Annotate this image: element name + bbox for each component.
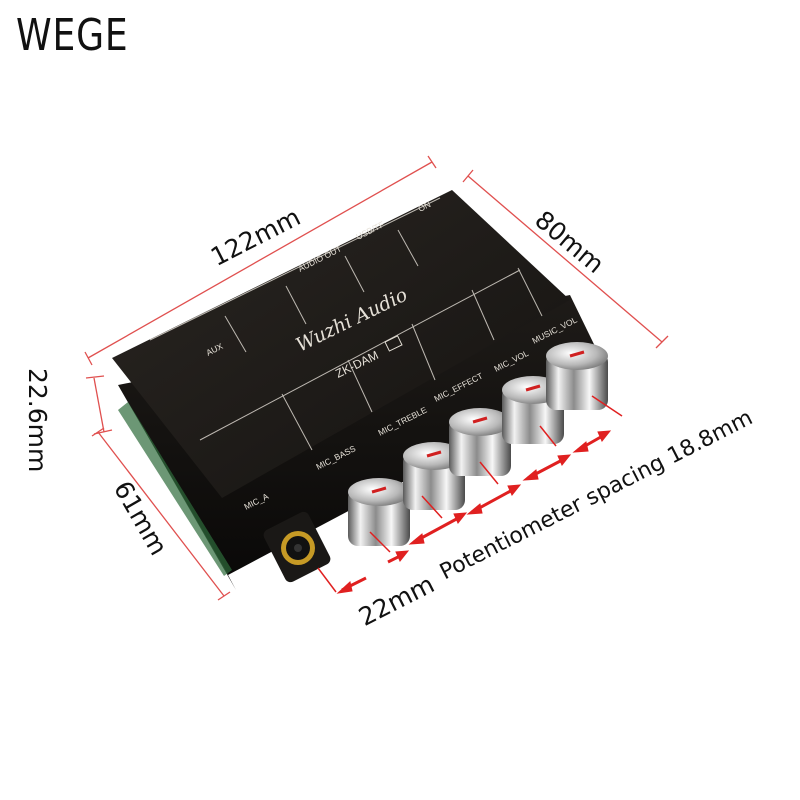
knob-mic-effect	[449, 408, 511, 476]
spacing-arrows	[317, 395, 623, 594]
brand-logo: WEGE	[16, 10, 129, 61]
mic-jack	[263, 511, 331, 583]
height-label: 22.6mm	[23, 368, 52, 473]
knob-mic-bass	[348, 478, 410, 546]
amplifier-board: Wuzhi Audio ZK-DAM MIC_A MIC_BASS MIC_TR…	[112, 190, 608, 590]
knobs	[348, 342, 608, 546]
dimension-lines	[84, 155, 669, 601]
